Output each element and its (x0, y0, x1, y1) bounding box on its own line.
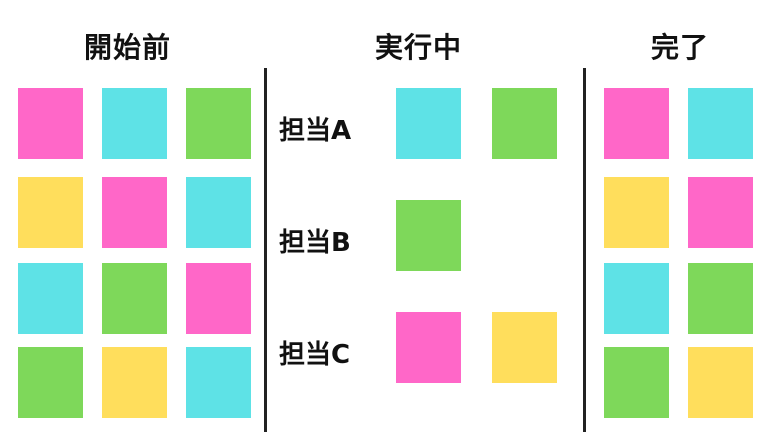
assignee-label-c: 担当C (279, 340, 351, 370)
sticky-note[interactable] (18, 177, 83, 248)
sticky-note[interactable] (18, 88, 83, 159)
sticky-note[interactable] (492, 312, 557, 383)
sticky-note[interactable] (18, 347, 83, 418)
column-divider-left (264, 68, 267, 432)
sticky-note[interactable] (604, 263, 669, 334)
assignee-label-a: 担当A (279, 116, 352, 146)
sticky-note[interactable] (688, 88, 753, 159)
sticky-note[interactable] (18, 263, 83, 334)
sticky-note[interactable] (186, 88, 251, 159)
assignee-label-b: 担当B (279, 228, 351, 258)
column-title-done: 完了 (651, 31, 710, 64)
sticky-note[interactable] (396, 88, 461, 159)
column-title-todo: 開始前 (84, 31, 172, 64)
column-title-doing: 実行中 (375, 31, 463, 64)
sticky-note[interactable] (396, 200, 461, 271)
sticky-note[interactable] (604, 347, 669, 418)
sticky-note[interactable] (102, 263, 167, 334)
sticky-note[interactable] (604, 88, 669, 159)
sticky-note[interactable] (186, 177, 251, 248)
sticky-note[interactable] (186, 263, 251, 334)
sticky-note[interactable] (688, 177, 753, 248)
sticky-note[interactable] (186, 347, 251, 418)
sticky-note[interactable] (396, 312, 461, 383)
sticky-note[interactable] (102, 177, 167, 248)
sticky-note[interactable] (102, 347, 167, 418)
column-divider-right (583, 68, 586, 432)
sticky-note[interactable] (688, 347, 753, 418)
sticky-note[interactable] (492, 88, 557, 159)
sticky-note[interactable] (102, 88, 167, 159)
sticky-note[interactable] (604, 177, 669, 248)
sticky-note[interactable] (688, 263, 753, 334)
